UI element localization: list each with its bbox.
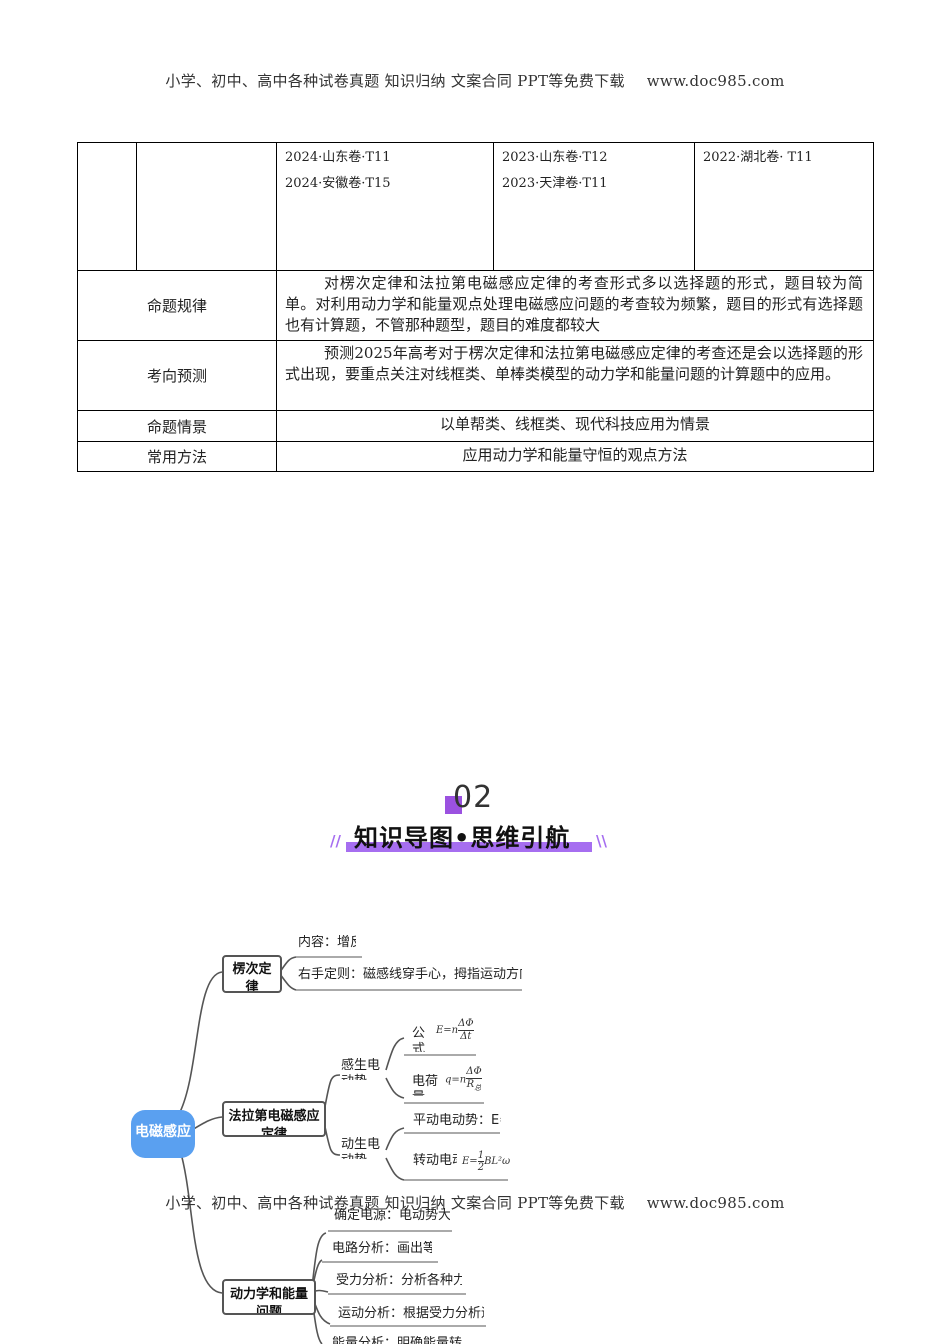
exam-ref: 2024·山东卷·T11	[285, 150, 391, 165]
exam-ref: 2024·安徽卷·T15	[285, 176, 391, 191]
header-text: 小学、初中、高中各种试卷真题 知识归纳 文案合同 PPT等免费下载	[165, 72, 625, 90]
motion-node: 运动分析：根据受力分析运动状态	[338, 1306, 484, 1321]
page-footer: 小学、初中、高中各种试卷真题 知识归纳 文案合同 PPT等免费下载 www.doc…	[0, 1192, 950, 1213]
row-content: 应用动力学和能量守恒的观点方法	[276, 441, 874, 472]
header-site-link[interactable]: www.doc985.com	[646, 72, 785, 90]
right-hand-rule-node: 右手定则：磁感线穿手心，拇指运动方向，四指电流方向	[298, 967, 522, 982]
circuit-node: 电路分析：画出等效电路	[332, 1241, 432, 1256]
section-title-text: 知识导图•思维引航	[354, 824, 571, 852]
row-label: 命题规律	[77, 270, 277, 341]
induced-emf-node: 感生电动势	[341, 1058, 381, 1080]
footer-site-link[interactable]: www.doc985.com	[646, 1194, 785, 1212]
rotation-emf-node: 转动电动势	[413, 1153, 457, 1168]
row-content: 以单帮类、线框类、现代科技应用为情景	[276, 410, 874, 442]
table-row: 命题情景 以单帮类、线框类、现代科技应用为情景	[77, 410, 874, 442]
table-cell-blank	[136, 142, 277, 271]
faraday-law-label: 法拉第电磁感应定律	[228, 1109, 320, 1137]
lenz-content-node: 内容：增反减同	[298, 935, 356, 950]
dynamics-energy-label: 动力学和能量问题	[229, 1287, 308, 1315]
exam-ref-cell: 2023·山东卷·T12 2023·天津卷·T11	[493, 142, 695, 271]
motional-emf-node: 动生电动势	[341, 1137, 381, 1159]
table-cell-blank	[77, 142, 137, 271]
exam-ref-cell: 2024·山东卷·T11 2024·安徽卷·T15	[276, 142, 494, 271]
table-row: 2024·山东卷·T11 2024·安徽卷·T15 2023·山东卷·T12 2…	[77, 142, 874, 271]
exam-ref-cell: 2022·湖北卷· T11	[694, 142, 874, 271]
lenz-law-label: 楞次定律	[232, 962, 272, 993]
faraday-law-node: 法拉第电磁感应定律	[222, 1101, 326, 1137]
table-row: 考向预测 预测2025年高考对于楞次定律和法拉第电磁感应定律的考查还是会以选择题…	[77, 340, 874, 411]
section-number-accent	[445, 796, 462, 814]
table-row: 命题规律 对楞次定律和法拉第电磁感应定律的考查形式多以选择题的形式，题目较为简单…	[77, 270, 874, 341]
dynamics-energy-node: 动力学和能量问题	[222, 1279, 316, 1315]
force-node: 受力分析：分析各种力大小和方向	[336, 1273, 462, 1288]
title-highlight	[346, 842, 592, 852]
exam-ref: 2023·山东卷·T12	[502, 150, 608, 165]
page-header: 小学、初中、高中各种试卷真题 知识归纳 文案合同 PPT等免费下载 www.doc…	[0, 70, 950, 91]
exam-analysis-table: 2024·山东卷·T11 2024·安徽卷·T15 2023·山东卷·T12 2…	[77, 142, 874, 472]
slash-decoration-icon: \\	[596, 832, 607, 850]
row-label: 常用方法	[77, 441, 277, 472]
section-number: 02	[442, 780, 512, 820]
row-label: 命题情景	[77, 410, 277, 442]
table-row: 常用方法 应用动力学和能量守恒的观点方法	[77, 441, 874, 472]
exam-ref: 2023·天津卷·T11	[502, 176, 608, 191]
row-content: 对楞次定律和法拉第电磁感应定律的考查形式多以选择题的形式，题目较为简单。对利用动…	[276, 270, 874, 341]
section-number-text: 02	[453, 780, 494, 815]
slash-decoration-icon: //	[330, 832, 341, 850]
source-node: 确定电源：电动势大小和方向	[334, 1208, 450, 1223]
row-label: 考向预测	[77, 340, 277, 411]
mindmap-root-node: 电磁感应	[131, 1110, 195, 1158]
translation-emf-node: 平动电动势：E=BLv	[413, 1113, 501, 1128]
footer-text: 小学、初中、高中各种试卷真题 知识归纳 文案合同 PPT等免费下载	[165, 1194, 625, 1212]
row-content: 预测2025年高考对于楞次定律和法拉第电磁感应定律的考查还是会以选择题的形式出现…	[276, 340, 874, 411]
charge-label-node: 电荷量	[412, 1074, 439, 1096]
formula-label-node: 公式	[412, 1026, 426, 1052]
energy-node: 能量分析：明确能量转化	[332, 1336, 462, 1344]
section-title: // 知识导图•思维引航 \\	[330, 818, 620, 858]
exam-ref: 2022·湖北卷· T11	[703, 150, 813, 165]
lenz-law-node: 楞次定律	[222, 955, 282, 993]
